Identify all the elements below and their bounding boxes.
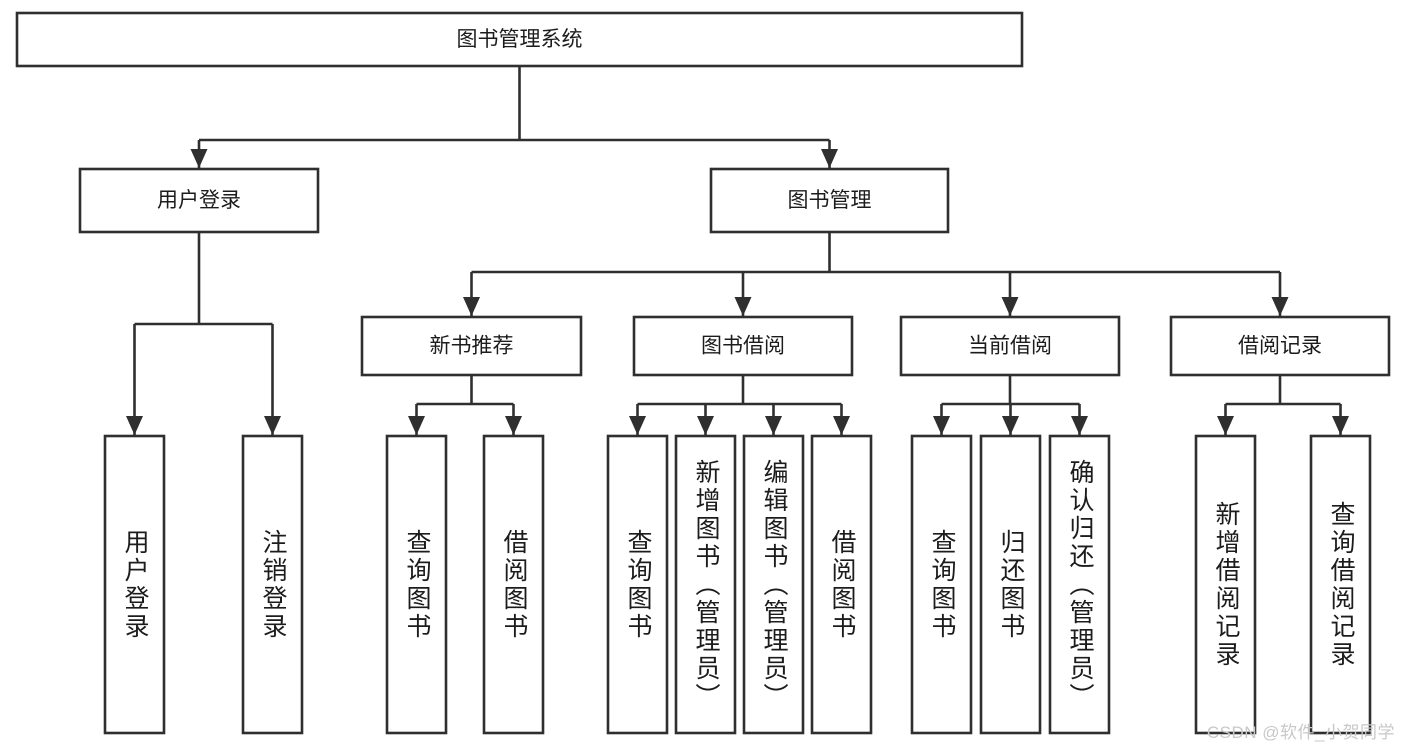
level3-3-to-leaves-arrow-0 bbox=[1217, 416, 1234, 435]
node-label: 查询图书 bbox=[928, 528, 956, 641]
level3-1-to-leaves-arrow-3 bbox=[833, 416, 850, 435]
node-label: 图书管理 bbox=[788, 189, 872, 212]
node-label-wrapper: 注销登录 bbox=[259, 528, 287, 641]
node-label: 编辑图书（管理员） bbox=[760, 458, 788, 711]
login-to-leaves-arrow-1 bbox=[264, 416, 281, 435]
node-label: 新增图书（管理员） bbox=[692, 458, 720, 711]
leaf-node-4[interactable]: 查询图书 bbox=[606, 434, 669, 735]
node-box-rect bbox=[709, 167, 950, 234]
node-label-wrapper: 查询图书 bbox=[403, 528, 431, 641]
node-label-wrapper: 用户登录 bbox=[121, 528, 149, 641]
node-box-rect bbox=[632, 315, 854, 377]
node-box-rect bbox=[742, 434, 805, 735]
node-label: 查询借阅记录 bbox=[1327, 500, 1355, 669]
level3-2-to-leaves-arrow-1 bbox=[1002, 416, 1019, 435]
leaf-node-7[interactable]: 借阅图书 bbox=[810, 434, 873, 735]
node-label: 归还图书 bbox=[997, 528, 1025, 641]
leaf-node-2[interactable]: 查询图书 bbox=[385, 434, 448, 735]
node-label-wrapper: 借阅图书 bbox=[828, 528, 856, 641]
node-e59bbee4b9a6e7aea1e79086e7b3bbe7bb9f-root[interactable]: 图书管理系统 bbox=[15, 11, 1024, 68]
node-box-rect bbox=[1048, 434, 1111, 735]
leaf-node-8[interactable]: 查询图书 bbox=[910, 434, 973, 735]
mgmt-to-level3-arrow-2 bbox=[1001, 297, 1019, 316]
node-label: 借阅图书 bbox=[828, 528, 856, 641]
node-box-rect bbox=[979, 434, 1042, 735]
leaf-node-10[interactable]: 确认归还（管理员） bbox=[1048, 434, 1111, 735]
node-label: 新增借阅记录 bbox=[1212, 500, 1240, 669]
leaf-node-0[interactable]: 用户登录 bbox=[103, 434, 166, 735]
leaf-node-12[interactable]: 查询借阅记录 bbox=[1309, 434, 1372, 735]
node-box-rect bbox=[606, 434, 669, 735]
node-box-rect bbox=[103, 434, 166, 735]
node-box-rect bbox=[1169, 315, 1391, 377]
node-box-rect bbox=[241, 434, 304, 735]
node-label: 注销登录 bbox=[259, 528, 287, 641]
node-e5bd93e5898de5809fe99885-l3[interactable]: 当前借阅 bbox=[899, 315, 1121, 377]
leaf-node-9[interactable]: 归还图书 bbox=[979, 434, 1042, 735]
node-label-wrapper: 归还图书 bbox=[997, 528, 1025, 641]
node-label: 借阅记录 bbox=[1238, 335, 1322, 358]
leaf-node-3[interactable]: 借阅图书 bbox=[482, 434, 545, 735]
leaf-node-5[interactable]: 新增图书（管理员） bbox=[674, 434, 737, 735]
node-label: 新书推荐 bbox=[430, 335, 514, 358]
node-label-wrapper: 借阅图书 bbox=[500, 528, 528, 641]
node-box-rect bbox=[1309, 434, 1372, 735]
leaf-node-11[interactable]: 新增借阅记录 bbox=[1194, 434, 1257, 735]
node-label: 图书管理系统 bbox=[457, 28, 583, 51]
node-label-wrapper: 查询图书 bbox=[624, 528, 652, 641]
connector-layer bbox=[126, 66, 1349, 435]
node-e59bbee4b9a6e7aea1e79086-l2[interactable]: 图书管理 bbox=[709, 167, 950, 234]
node-label: 图书借阅 bbox=[701, 335, 785, 358]
node-e59bbee4b9a6e5809fe99885-l3[interactable]: 图书借阅 bbox=[632, 315, 854, 377]
node-box-rect bbox=[810, 434, 873, 735]
level3-2-to-leaves-arrow-2 bbox=[1071, 416, 1088, 435]
node-box-rect bbox=[385, 434, 448, 735]
mgmt-to-level3-arrow-1 bbox=[734, 297, 752, 316]
node-label: 查询图书 bbox=[624, 528, 652, 641]
node-box-rect bbox=[899, 315, 1121, 377]
node-label-wrapper: 确认归还（管理员） bbox=[1066, 458, 1094, 711]
root-to-level2-arrow-0 bbox=[190, 149, 208, 168]
node-box-rect bbox=[674, 434, 737, 735]
root-to-level2-arrow-1 bbox=[821, 149, 838, 168]
level3-3-to-leaves-arrow-1 bbox=[1332, 416, 1349, 435]
leaf-node-1[interactable]: 注销登录 bbox=[241, 434, 304, 735]
node-box-rect bbox=[360, 315, 583, 377]
node-label-wrapper: 查询图书 bbox=[928, 528, 956, 641]
mgmt-to-level3-arrow-3 bbox=[1271, 297, 1289, 316]
level3-1-to-leaves-arrow-2 bbox=[765, 416, 782, 435]
node-label: 借阅图书 bbox=[500, 528, 528, 641]
node-label: 用户登录 bbox=[121, 528, 149, 641]
node-box-rect bbox=[78, 167, 320, 234]
node-label-wrapper: 新增借阅记录 bbox=[1212, 500, 1240, 669]
node-e794a8e688b7e799bbe5bd95-l2[interactable]: 用户登录 bbox=[78, 167, 320, 234]
node-box-rect bbox=[910, 434, 973, 735]
leaf-node-6[interactable]: 编辑图书（管理员） bbox=[742, 434, 805, 735]
node-label: 当前借阅 bbox=[968, 335, 1052, 358]
mgmt-to-level3-arrow-0 bbox=[463, 297, 480, 316]
level3-0-to-leaves-arrow-1 bbox=[505, 416, 522, 435]
level3-0-to-leaves-arrow-0 bbox=[408, 416, 425, 435]
level3-1-to-leaves-arrow-1 bbox=[697, 416, 714, 435]
node-box-rect bbox=[15, 11, 1024, 68]
node-label-wrapper: 查询借阅记录 bbox=[1327, 500, 1355, 669]
node-label: 确认归还（管理员） bbox=[1066, 458, 1094, 711]
level3-2-to-leaves-arrow-0 bbox=[933, 416, 950, 435]
node-label-wrapper: 新增图书（管理员） bbox=[692, 458, 720, 711]
node-label: 用户登录 bbox=[157, 189, 241, 212]
login-to-leaves-arrow-0 bbox=[126, 416, 143, 435]
node-e696b0e4b9a6e68ea8e88d90-l3[interactable]: 新书推荐 bbox=[360, 315, 583, 377]
node-label: 查询图书 bbox=[403, 528, 431, 641]
level3-1-to-leaves-arrow-0 bbox=[629, 416, 646, 435]
node-box-rect bbox=[482, 434, 545, 735]
node-label-wrapper: 编辑图书（管理员） bbox=[760, 458, 788, 711]
node-box-rect bbox=[1194, 434, 1257, 735]
node-e5809fe99885e8aeb0e5bd95-l3[interactable]: 借阅记录 bbox=[1169, 315, 1391, 377]
node-layer: 图书管理系统用户登录图书管理新书推荐图书借阅当前借阅借阅记录用户登录注销登录查询… bbox=[15, 11, 1391, 735]
